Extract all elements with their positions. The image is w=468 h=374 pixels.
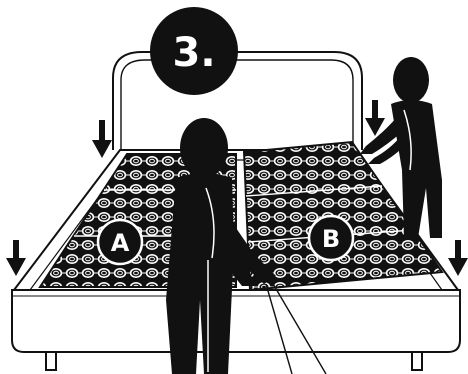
- section-label-b: B: [322, 225, 340, 253]
- section-label-a: A: [111, 229, 130, 257]
- step-badge: 3.: [150, 7, 238, 95]
- step-number: 3.: [172, 30, 215, 76]
- down-arrow-icon: [6, 240, 26, 276]
- down-arrow-icon: [92, 120, 112, 158]
- bed-leg-right: [412, 352, 422, 370]
- down-arrow-icon: [365, 100, 385, 136]
- down-arrow-icon: [448, 240, 468, 276]
- section-label-b-badge: B: [309, 216, 353, 260]
- section-label-a-badge: A: [98, 220, 142, 264]
- headboard: [113, 52, 362, 150]
- bed-leg-left: [46, 352, 56, 370]
- bed-base: [12, 290, 460, 370]
